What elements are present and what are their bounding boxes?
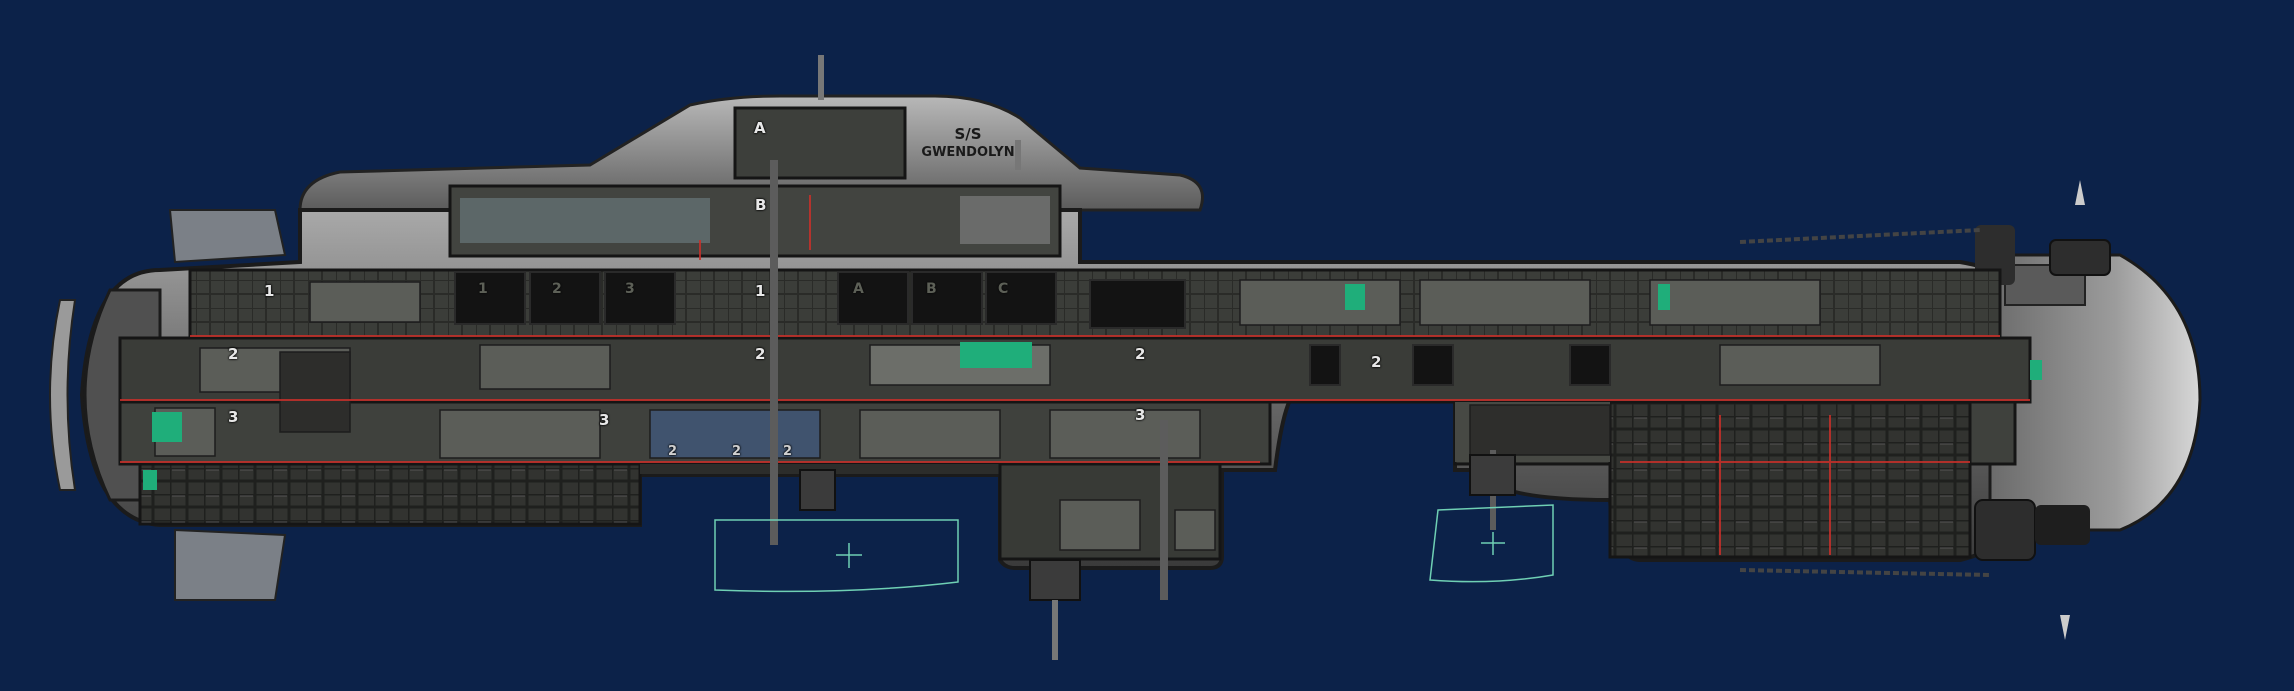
bay-label-3: 3	[625, 281, 635, 297]
cargo-hold-fwd	[138, 462, 642, 526]
mast	[818, 55, 824, 100]
deck-label-mid-1: 1	[755, 282, 766, 300]
bay-label-2: 2	[552, 281, 562, 297]
pod-label-1: 2	[668, 444, 678, 459]
deck-label-fwd-1: 1	[264, 282, 275, 300]
bay-label-a: A	[853, 281, 864, 297]
upper-fin	[168, 209, 287, 264]
deck-label-mid-2: 2	[755, 345, 766, 363]
deck-label-top-b: B	[755, 196, 767, 214]
lower-airlock	[1029, 559, 1081, 601]
hatch-outline-fwd	[714, 519, 959, 593]
docking-hatches	[714, 504, 1554, 593]
ship-name-line1: S/S	[954, 125, 982, 143]
ship-name-line2: GWENDOLYN	[921, 145, 1015, 160]
deck-label-aft2-2: 2	[1371, 353, 1382, 371]
pod-label-3: 2	[783, 444, 793, 459]
ladder-shaft	[770, 160, 778, 545]
hatch-outline-aft	[1429, 504, 1554, 583]
deck-label-top-a: A	[754, 119, 766, 137]
deck-label-mid-3: 3	[599, 411, 610, 429]
bay-label-c: C	[998, 281, 1009, 297]
bay-label-b: B	[926, 281, 937, 297]
deck-row-2	[118, 336, 2032, 404]
top-deck-room	[733, 106, 907, 180]
deck-label-aft-2: 2	[1135, 345, 1146, 363]
deck-label-fwd-3: 3	[228, 408, 239, 426]
cargo-hold-aft	[1608, 400, 1972, 559]
lower-fin	[174, 528, 287, 601]
deck-label-fwd-2: 2	[228, 345, 239, 363]
deck-label-aft-3: 3	[1135, 406, 1146, 424]
stern-engine	[1988, 253, 2202, 532]
interior	[118, 106, 2042, 660]
pod-label-2: 2	[732, 444, 742, 459]
bay-label-1: 1	[478, 281, 488, 297]
propeller	[1974, 499, 2036, 561]
